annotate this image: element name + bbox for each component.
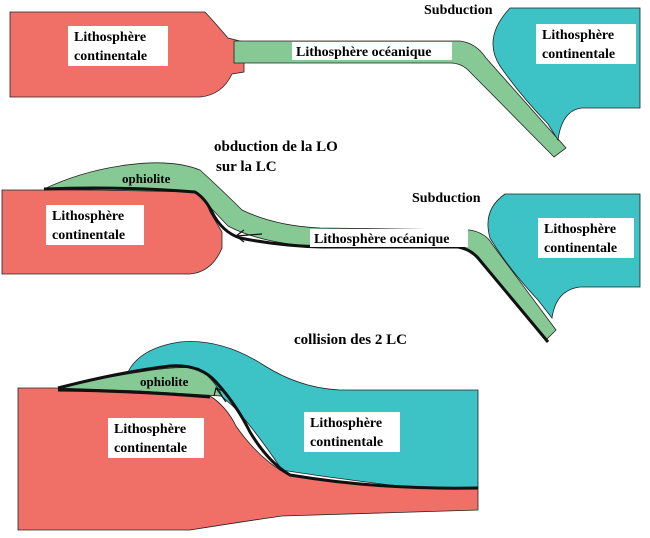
stage3-right-label-line2: continentale: [310, 435, 383, 450]
stage2-left-label-line2: continentale: [52, 228, 125, 243]
stage3-motion-arrow: [213, 387, 227, 403]
stage1-left-label-line2: continentale: [74, 49, 147, 64]
stage-3-collision: collision des 2 LC ophiolite Lithosphère…: [17, 332, 479, 531]
stage1-right-label-box: [536, 24, 636, 64]
stage3-left-label-box: [108, 418, 204, 458]
stage2-left-label-box: [46, 205, 144, 245]
stage2-ophiolite-label: ophiolite: [122, 171, 171, 186]
stage1-oceanic-label: Lithosphère océanique: [296, 45, 431, 60]
stage1-oceanic-label-box: [292, 42, 452, 60]
stage3-left-label-line2: continentale: [114, 441, 187, 456]
stage2-motion-arrow: [235, 229, 263, 243]
stage3-right-label-box: [304, 412, 400, 452]
stage1-right-label-line2: continentale: [542, 47, 615, 62]
stage2-right-label-line1: Lithosphère: [544, 222, 616, 237]
stage3-lower-contact-line: [57, 388, 211, 399]
stage2-left-label-line1: Lithosphère: [52, 209, 124, 224]
stage3-right-label-line1: Lithosphère: [310, 416, 382, 431]
stage2-oceanic-label: Lithosphère océanique: [314, 232, 449, 247]
stage-1-subduction: Lithosphère continentale Lithosphère océ…: [9, 3, 641, 158]
stage1-left-label-box: [68, 26, 168, 66]
stage3-upper-contact-line: [57, 364, 479, 490]
stage2-basal-thrust-line: [43, 186, 550, 343]
stage2-oceanic-label-box: [310, 229, 468, 247]
stage2-oceanic-plate: [43, 162, 557, 341]
stage1-right-label-line1: Lithosphère: [542, 28, 614, 43]
stage2-right-label-line2: continentale: [544, 241, 617, 256]
stage2-title-line2: sur la LC: [216, 159, 277, 175]
stage2-subduction-label: Subduction: [412, 191, 481, 206]
stage1-oceanic-plate: [233, 40, 567, 158]
stage-2-obduction: obduction de la LO sur la LC ophiolite L…: [1, 139, 641, 343]
stage2-title-line1: obduction de la LO: [214, 139, 338, 155]
stage3-title: collision des 2 LC: [294, 332, 407, 348]
stage2-right-label-box: [538, 218, 634, 258]
stage3-ophiolite-label: ophiolite: [140, 374, 189, 389]
stage3-left-label-line1: Lithosphère: [114, 422, 186, 437]
stage1-subduction-label: Subduction: [424, 3, 493, 18]
stage1-left-label-line1: Lithosphère: [74, 30, 146, 45]
